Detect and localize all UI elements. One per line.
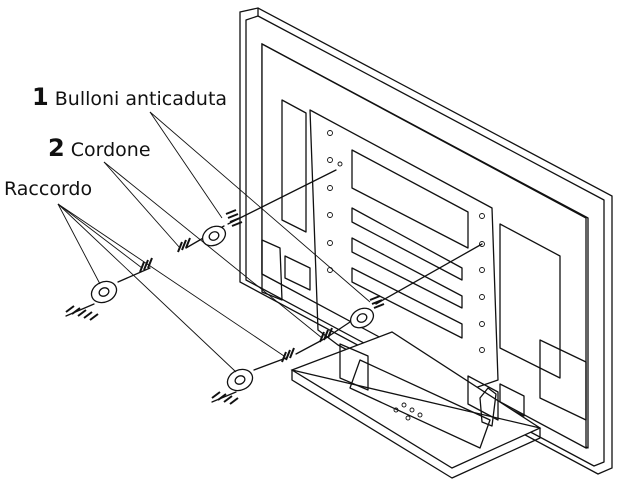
left-eye-bolt — [65, 280, 118, 321]
label-number-1: 1 — [32, 83, 49, 111]
bottom-cord-assembly — [211, 337, 327, 405]
upper-cord-assembly — [177, 169, 337, 253]
upper-bolt — [201, 209, 243, 247]
bottom-eye-bolt — [211, 368, 254, 405]
label-text-fitting: Raccordo — [4, 178, 93, 200]
tv-stand — [290, 331, 542, 479]
left-fitting — [139, 257, 153, 273]
bottom-fitting — [281, 347, 295, 363]
leader-lines — [57, 111, 371, 373]
label-cord: 2 Cordone — [48, 134, 151, 162]
label-anti-fall-bolts: 1 Bulloni anticaduta — [32, 83, 228, 111]
label-fitting: Raccordo — [4, 178, 92, 200]
tv-back-panel — [261, 42, 587, 450]
label-number-2: 2 — [48, 134, 65, 162]
label-text-cord: Cordone — [70, 139, 151, 161]
upper-fitting — [177, 237, 191, 253]
label-text-bolts: Bulloni anticaduta — [54, 88, 228, 110]
left-cord-assembly — [65, 257, 153, 321]
right-bolt — [349, 295, 385, 329]
